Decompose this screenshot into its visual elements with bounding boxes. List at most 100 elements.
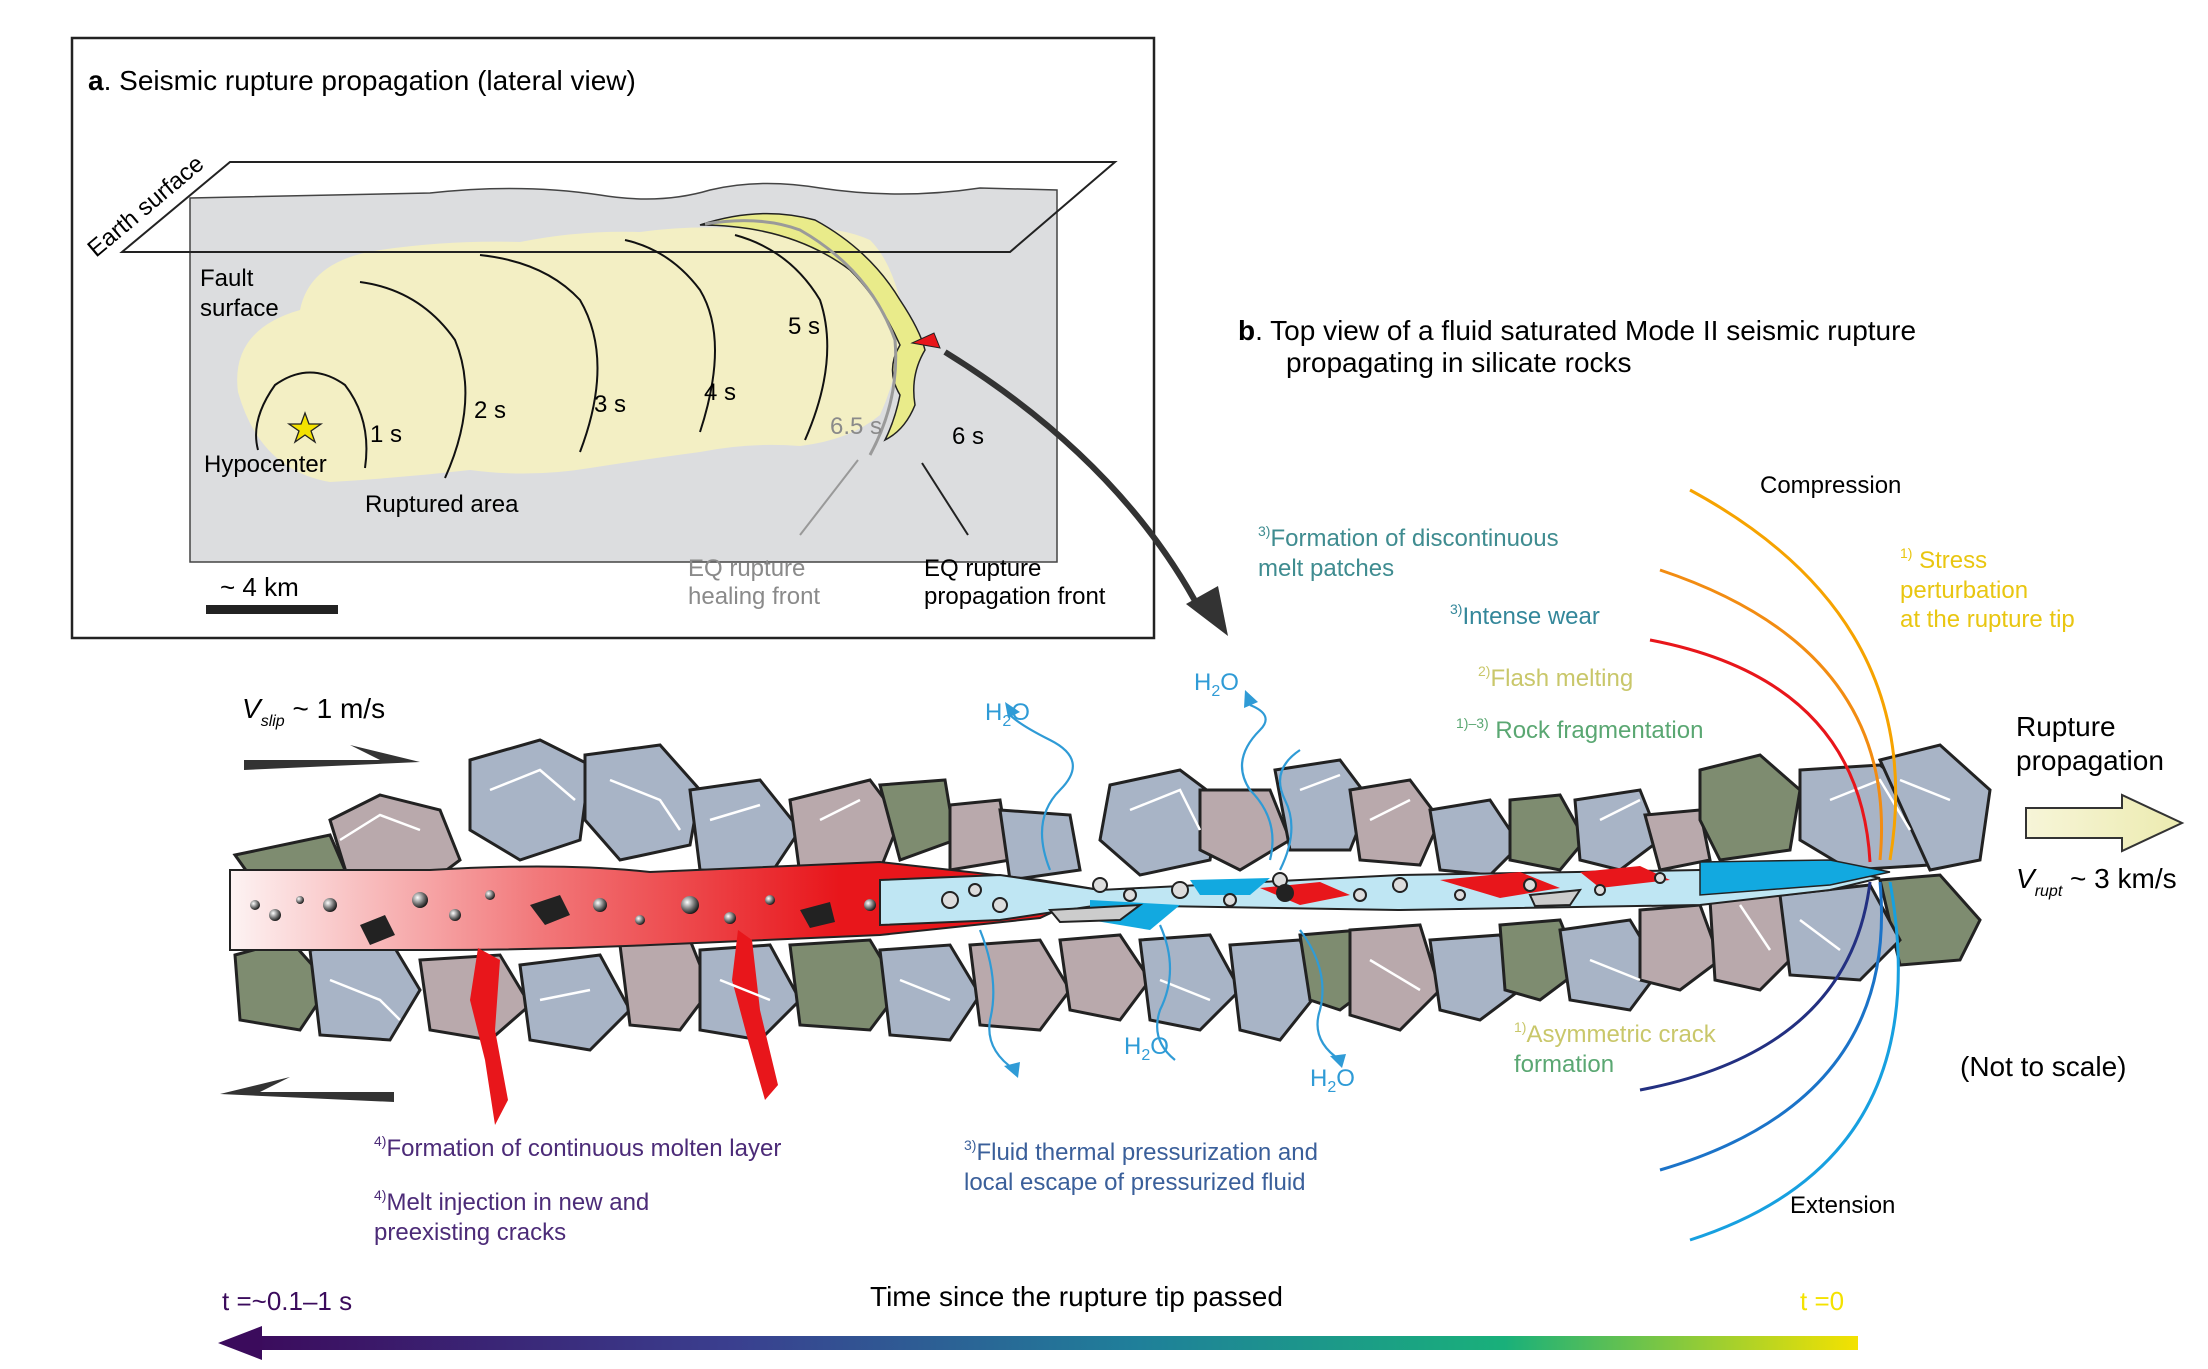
stress-perturbation-label-2: perturbation [1900,577,2028,604]
healing-front-label-2: healing front [688,583,820,610]
h2o-label: H [1124,1033,1141,1060]
clast [998,808,1082,882]
time-left-label: t =~0.1–1 s [222,1286,352,1316]
extension-label: Extension [1790,1192,1895,1219]
vslip-value: ~ 1 m/s [285,693,385,724]
clast [1098,768,1222,877]
panel-b-label: b [1238,315,1255,346]
rupture-propagation-arrow [2025,793,2185,853]
svg-text:1)Asymmetric crack: 1)Asymmetric crack [1514,1019,1717,1048]
panel-b-title-2: propagating in silicate rocks [1286,347,1632,378]
stress-field-curves [1639,488,1900,1242]
intense-wear-label: Intense wear [1462,603,1599,630]
compression-label: Compression [1760,472,1901,499]
slip-arrow-lower [220,1077,394,1102]
molten-layer-label: Formation of continuous molten layer [386,1135,781,1162]
contour-label-3s: 3 s [594,391,626,418]
svg-text:Vslip ~ 1 m/s: Vslip ~ 1 m/s [242,693,385,730]
clast [1508,793,1587,872]
vslip-symbol: V [242,693,263,724]
clast [1778,883,1902,982]
clast [788,938,902,1032]
contour-label-healing: 6.5 s [830,413,882,440]
clast [308,938,422,1042]
healing-front-line [704,219,898,456]
fluid-pressurization-label: Fluid thermal pressurization and [976,1139,1318,1166]
hypocenter-star-icon [286,411,324,444]
clast [788,778,902,877]
flash-melting-label: Flash melting [1490,665,1633,692]
svg-text:a. Seismic rupture propagation: a. Seismic rupture propagation (lateral … [88,65,636,96]
svg-text:H2O: H2O [985,699,1030,730]
healing-front-label-1: EQ rupture [688,555,805,582]
contour-label-1s: 1 s [370,421,402,448]
vrupt-symbol: V [2016,863,2037,894]
svg-text:Vrupt ~ 3 km/s: Vrupt ~ 3 km/s [2016,863,2177,900]
clast [1198,788,1292,872]
fluid-escape-arrowheads [1004,690,1346,1078]
hypocenter-label: Hypocenter [204,451,327,478]
clast [583,743,702,862]
clast [1428,798,1522,877]
clast [878,778,957,862]
zoom-arrow [943,349,1203,612]
ruptured-area-shape [237,227,901,482]
contour-label-4s: 4 s [704,379,736,406]
clast [968,938,1072,1032]
svg-text:3)Intense wear: 3)Intense wear [1450,601,1600,630]
earth-surface-plane [119,161,1118,253]
melt-injection-dike [470,948,508,1125]
rupture-propagation-label-1: Rupture [2016,711,2116,742]
fragments [941,872,1666,924]
contour-1s [255,371,368,469]
melt-injection-label: Melt injection in new and [386,1189,649,1216]
fluid-pressurization-label-2: local escape of pressurized fluid [964,1169,1306,1196]
fault-surface-label-2: surface [200,295,279,322]
h2o-label: H [1310,1065,1327,1092]
clast [688,778,802,877]
clast [1428,933,1522,1022]
contour-3s [479,254,599,453]
zoom-arrowhead [1186,586,1228,636]
discontinuous-melt-label-2: melt patches [1258,555,1394,582]
slip-arrow-upper [244,745,420,770]
rupture-tip-marker [910,332,941,349]
clast [1228,938,1322,1042]
contour-2s [359,281,467,479]
clast [518,953,632,1052]
svg-text:H2O: H2O [1310,1065,1355,1096]
asymmetric-crack-label: Asymmetric crack [1526,1021,1716,1048]
contour-label-2s: 2 s [474,397,506,424]
panel-b: b. Top view of a fluid saturated Mode II… [220,315,2185,1246]
vesicles [250,890,876,945]
svg-text:3)Formation of discontinuous: 3)Formation of discontinuous [1258,523,1559,552]
time-gradient-bar [250,1336,1858,1350]
melt-patch [1580,866,1670,888]
svg-text:1) Stress: 1) Stress [1900,545,1987,574]
scale-bar-label: ~ 4 km [220,572,299,602]
svg-text:4)Formation of continuous molt: 4)Formation of continuous molten layer [374,1133,781,1162]
svg-text:2)Flash melting: 2)Flash melting [1478,663,1633,692]
propagation-front-leader [921,462,969,536]
svg-text:b. Top view of a fluid saturat: b. Top view of a fluid saturated Mode II… [1238,315,1916,346]
propagation-front-label-2: propagation front [924,583,1106,610]
time-center-label: Time since the rupture tip passed [870,1281,1283,1312]
asymmetric-crack-label-2: formation [1514,1051,1614,1078]
svg-text:1)–3) Rock fragmentation: 1)–3) Rock fragmentation [1456,715,1703,744]
rupture-propagation-label-2: propagation [2016,745,2164,776]
fluid-pocket [1190,878,1270,895]
not-to-scale-label: (Not to scale) [1960,1051,2127,1082]
clast [1348,778,1442,867]
panel-b-title-1: . Top view of a fluid saturated Mode II … [1255,315,1916,346]
time-bar: t =~0.1–1 s Time since the rupture tip p… [218,1281,1858,1360]
rock-fragmentation-label: Rock fragmentation [1489,717,1704,744]
clast [1877,743,1992,872]
time-right-label: t =0 [1800,1286,1844,1316]
clast [1573,788,1662,872]
clast [1348,923,1442,1032]
clast [1698,753,1802,862]
healing-front-leader [799,459,859,536]
clast [1643,808,1712,872]
clast [1138,933,1242,1032]
